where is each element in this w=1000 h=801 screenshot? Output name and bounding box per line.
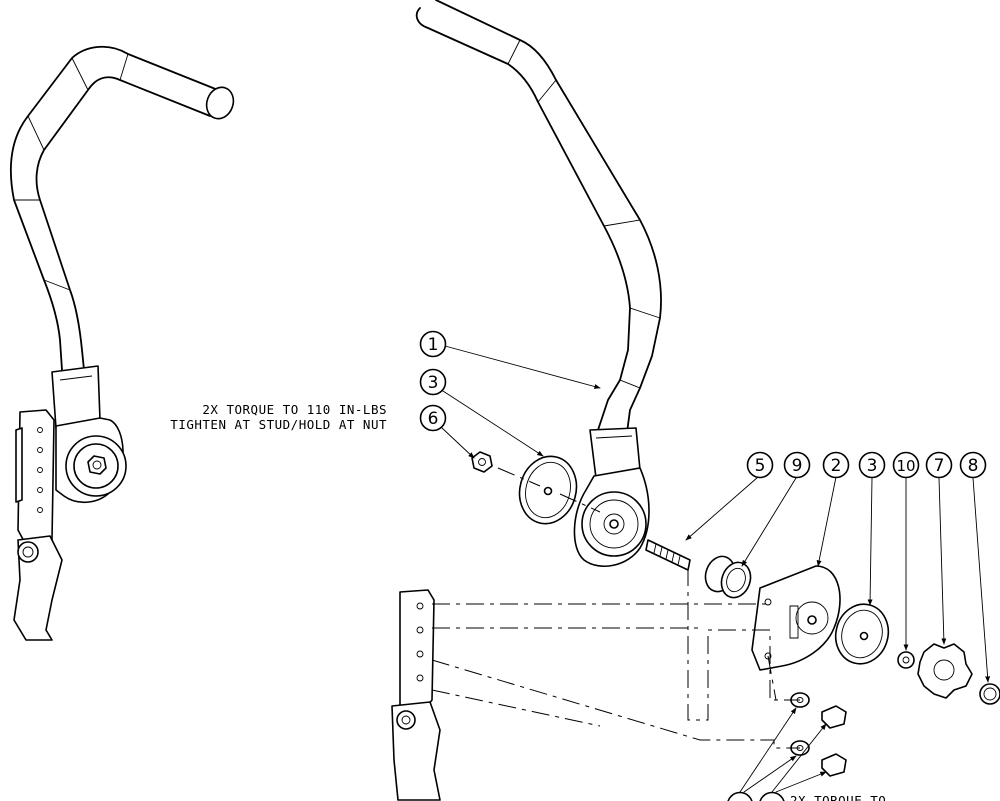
callout-1: 1: [419, 330, 447, 358]
callout-5: 5: [746, 451, 774, 479]
exploded-armrest-view: [391, 0, 1000, 801]
callout-partial-bottom: [727, 791, 785, 801]
torque-note-line-1: 2X TORQUE TO 110 IN-LBS: [202, 402, 387, 417]
callout-2: 2: [822, 451, 850, 479]
svg-text:10: 10: [896, 457, 915, 475]
svg-text:3: 3: [867, 456, 878, 476]
torque-note-line-2: TIGHTEN AT STUD/HOLD AT NUT: [170, 417, 387, 432]
svg-text:9: 9: [792, 456, 803, 476]
torque-note-bottom: 2X TORQUE TO: [790, 793, 886, 801]
callout-10: 10: [892, 451, 920, 479]
svg-text:6: 6: [428, 409, 439, 429]
callout-leaders: [441, 345, 991, 793]
callout-7: 7: [925, 451, 953, 479]
svg-text:3: 3: [428, 373, 439, 393]
callout-9: 9: [783, 451, 811, 479]
callout-6: 6: [419, 404, 447, 432]
callout-3-left: 3: [419, 368, 447, 396]
svg-text:2: 2: [831, 456, 842, 476]
svg-text:8: 8: [968, 456, 979, 476]
svg-text:7: 7: [934, 456, 945, 476]
svg-text:5: 5: [755, 456, 766, 476]
assembled-armrest-view: [9, 45, 235, 641]
callout-3-right: 3: [858, 451, 886, 479]
callout-8: 8: [959, 451, 987, 479]
svg-text:1: 1: [428, 335, 439, 355]
